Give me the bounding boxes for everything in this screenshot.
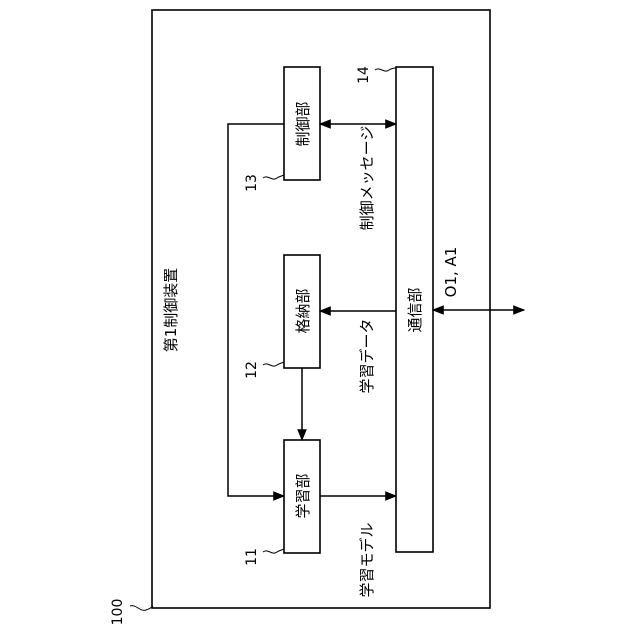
device-ref-label: 100 bbox=[110, 599, 126, 626]
learning-unit-ref: 11 bbox=[244, 548, 260, 566]
control-unit-label: 制御部 bbox=[294, 101, 312, 146]
communication-unit-label: 通信部 bbox=[406, 287, 424, 332]
device-ref-leader bbox=[130, 606, 153, 611]
device-frame bbox=[152, 10, 490, 608]
storage-unit-label: 格納部 bbox=[294, 288, 312, 333]
control-message-label: 制御メッセージ bbox=[358, 126, 376, 231]
control-unit-ref: 13 bbox=[244, 174, 260, 192]
storage-unit-ref: 12 bbox=[244, 361, 260, 379]
learning-unit-label: 学習部 bbox=[294, 473, 312, 518]
learning-data-label: 学習データ bbox=[358, 318, 376, 393]
learning-model-label: 学習モデル bbox=[358, 522, 376, 597]
device-title: 第1制御装置 bbox=[162, 268, 180, 353]
external-io-label: O1, A1 bbox=[442, 247, 460, 298]
communication-unit-ref: 14 bbox=[356, 66, 372, 84]
